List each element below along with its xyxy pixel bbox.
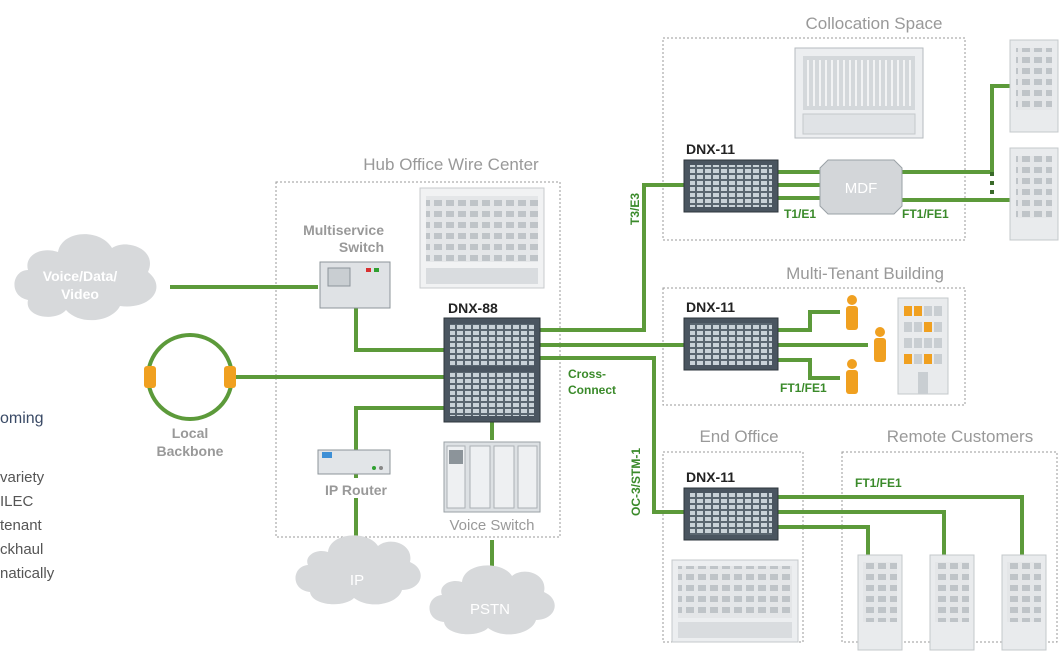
- left-text-line-6: natically: [0, 565, 55, 582]
- multi-tenant-title: Multi-Tenant Building: [786, 264, 944, 283]
- mdf-device: [819, 159, 903, 215]
- ip-router-device: [317, 449, 391, 475]
- remote-customers-title: Remote Customers: [887, 427, 1033, 446]
- pstn-cloud-label: PSTN: [470, 601, 510, 618]
- tenant-person-2: [874, 327, 886, 362]
- multi-tenant-building: [897, 297, 949, 395]
- mdf-label: MDF: [845, 180, 878, 197]
- pstn-cloud: [429, 565, 555, 635]
- dnx-11-end-office-label: DNX-11: [686, 469, 735, 485]
- multiservice-label-line2: Switch: [339, 239, 384, 255]
- backbone-label-line1: Local: [172, 425, 209, 441]
- collocation-server: [794, 47, 924, 139]
- dnx-11-end-office: [683, 487, 779, 541]
- dnx-11-collocation: [683, 159, 779, 213]
- remote-building-1: [857, 554, 903, 651]
- hub-building: [419, 187, 545, 289]
- hub-title: Hub Office Wire Center: [363, 155, 539, 174]
- ft1fe1-multi-tenant-label: FT1/FE1: [780, 381, 827, 395]
- left-text-line-4: tenant: [0, 517, 42, 534]
- collocation-title: Collocation Space: [805, 14, 942, 33]
- tenant-person-3: [846, 359, 858, 394]
- voice-cloud-label-line1: Voice/Data/: [43, 268, 118, 284]
- multiservice-switch: [319, 261, 391, 309]
- left-text-line-3: ILEC: [0, 493, 34, 510]
- end-office-title: End Office: [699, 427, 778, 446]
- t1e1-label: T1/E1: [784, 207, 816, 221]
- backbone-label-line2: Backbone: [157, 443, 224, 459]
- oc3-label: OC-3/STM-1: [629, 448, 643, 516]
- ip-cloud-label: IP: [350, 572, 364, 589]
- voice-data-video-cloud: [14, 234, 157, 321]
- t3e3-label: T3/E3: [628, 193, 642, 225]
- remote-building-2: [929, 554, 975, 651]
- end-office-building: [671, 559, 799, 643]
- ip-router-label: IP Router: [325, 482, 388, 498]
- left-text-line-1: oming: [0, 410, 44, 427]
- left-text-line-5: ckhaul: [0, 541, 44, 558]
- dnx-11-multi-tenant-label: DNX-11: [686, 299, 735, 315]
- dnx-88-rack: [443, 317, 541, 423]
- link-lines: [170, 84, 1024, 570]
- ft1fe1-remote-label: FT1/FE1: [855, 476, 902, 490]
- collocation-building-bottom: [1009, 147, 1059, 241]
- dnx-88-label: DNX-88: [448, 300, 498, 316]
- voice-switch-device: [443, 441, 541, 513]
- voice-cloud-label-line2: Video: [61, 286, 99, 302]
- ft1fe1-collocation-label: FT1/FE1: [902, 207, 949, 221]
- dnx-11-multi-tenant: [683, 317, 779, 371]
- dnx-11-collocation-label: DNX-11: [686, 141, 735, 157]
- collocation-building-top: [1009, 39, 1059, 133]
- voice-switch-label: Voice Switch: [449, 517, 534, 534]
- tenant-person-1: [846, 295, 858, 330]
- cross-connect-label-line1: Cross-: [568, 367, 606, 381]
- multiservice-label-line1: Multiservice: [303, 222, 384, 238]
- ip-cloud: [295, 535, 421, 605]
- local-backbone-ring: [144, 333, 236, 421]
- multi-tenant-box: [662, 287, 966, 406]
- left-text-line-2: variety: [0, 469, 45, 486]
- remote-building-3: [1001, 554, 1047, 651]
- cross-connect-label-line2: Connect: [568, 383, 616, 397]
